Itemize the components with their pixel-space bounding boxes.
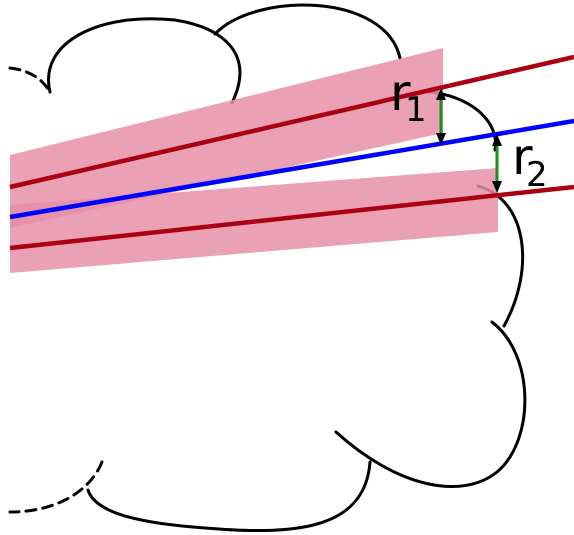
cloud-arc-top-right	[213, 3, 402, 60]
ray-lower-dark-red	[9, 184, 574, 251]
radius-arrows	[436, 88, 502, 193]
cloud-dashed-top-left	[8, 66, 52, 94]
labels: r 1 r 2	[390, 64, 548, 195]
cloud-dashed-bottom-left	[8, 460, 104, 514]
r2-arrow-head-top	[492, 134, 502, 146]
cloud-arc-bottom	[86, 460, 372, 533]
r1-arrow-head-top	[436, 88, 446, 100]
ray-upper-dark-red	[9, 54, 574, 190]
cloud-arc-top-left	[47, 17, 242, 105]
r2-label-subscript: 2	[526, 155, 548, 195]
cloud-arc-right-lower	[334, 320, 527, 489]
r1-arrow-head-bottom	[436, 133, 446, 145]
r1-arrow	[436, 88, 446, 145]
rays	[9, 54, 574, 251]
r2-label-main: r	[512, 128, 533, 186]
r2-arrow-head-bottom	[492, 181, 502, 193]
ray-middle-blue	[9, 118, 574, 220]
r1-label-main: r	[390, 64, 411, 122]
r2-arrow	[492, 134, 502, 193]
r1-label-subscript: 1	[405, 90, 427, 130]
